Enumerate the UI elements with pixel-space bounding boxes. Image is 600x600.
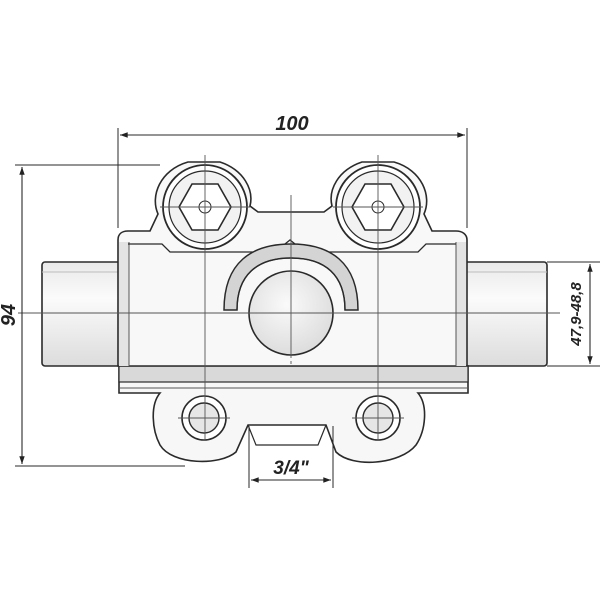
center-lines xyxy=(18,155,560,440)
lower-clamp xyxy=(118,365,469,464)
width-dimension-label: 100 xyxy=(275,113,308,135)
dimension-width: 100 xyxy=(117,113,468,228)
outlet-dimension-label: 3/4" xyxy=(273,458,309,479)
dimension-height: 94 xyxy=(0,164,185,467)
dimension-outlet: 3/4" xyxy=(248,426,334,488)
height-dimension-label: 94 xyxy=(0,304,20,326)
dimension-pipe-range: 47,9-48,8 xyxy=(547,261,600,367)
pipe-range-dimension-label: 47,9-48,8 xyxy=(568,282,585,347)
